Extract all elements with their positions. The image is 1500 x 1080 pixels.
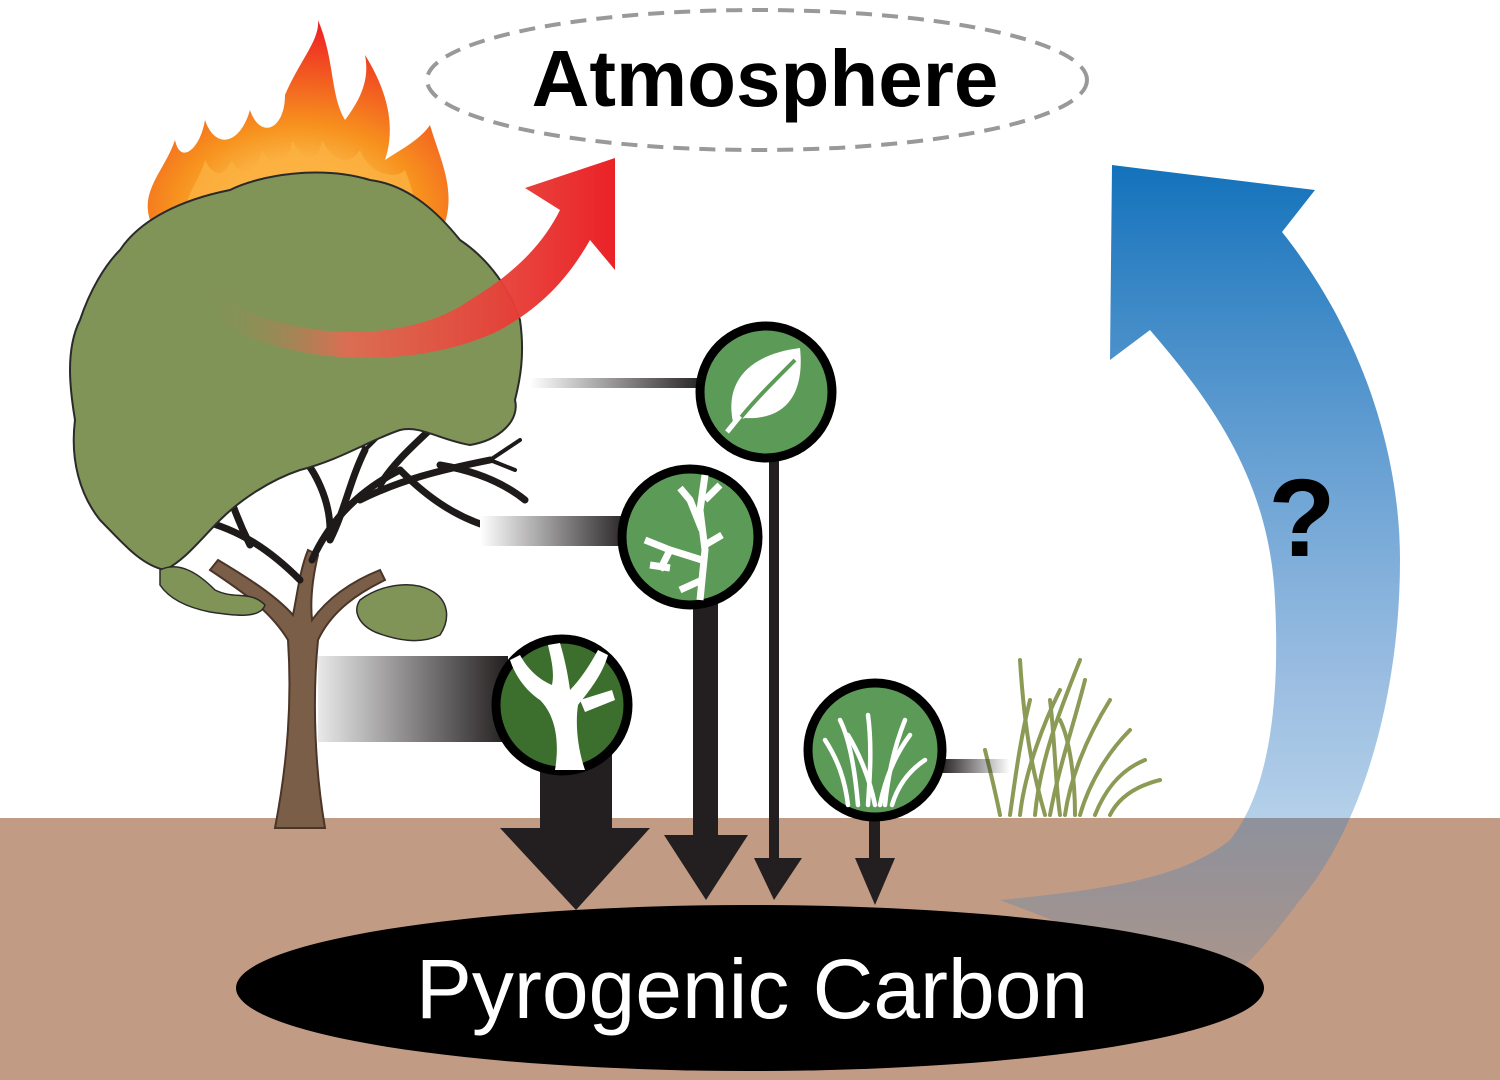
grass-flux-bar: [940, 759, 1010, 773]
fire-emission-arrow: [200, 158, 615, 358]
return-flux-arrow: ?: [1000, 165, 1400, 985]
pyrogenic-carbon-pool: Pyrogenic Carbon: [236, 905, 1264, 1071]
stem-node: [491, 634, 633, 776]
grass-clump: [983, 658, 1162, 817]
grass-node: [803, 678, 947, 822]
stem-flux-arrow: [500, 745, 650, 910]
stem-flux-bar: [318, 656, 508, 742]
tree-icon: [69, 171, 529, 829]
twig-flux-arrow: [664, 600, 748, 900]
pool-label: Pyrogenic Carbon: [416, 942, 1088, 1036]
tree-foliage-lower: [159, 566, 266, 617]
grass-icon: [822, 712, 928, 808]
leaf-icon: [725, 348, 801, 434]
pool-ellipse: [236, 905, 1264, 1071]
leaf-flux-arrow: [754, 455, 802, 900]
twig-node: [617, 464, 763, 610]
unknown-flux-label: ?: [1268, 457, 1335, 580]
atmosphere-outline: [425, 8, 1089, 152]
stem-icon: [510, 643, 615, 770]
tree-foliage-right: [356, 584, 448, 642]
leaf-flux-bar: [530, 378, 705, 388]
tree-canopy: [69, 171, 524, 572]
twig-flux-bar: [480, 516, 630, 546]
atmosphere-label: Atmosphere: [532, 34, 999, 123]
atmosphere-node: Atmosphere: [425, 8, 1089, 152]
grass-flux-arrow: [855, 815, 895, 905]
twig-icon: [643, 474, 724, 601]
leaf-node: [695, 321, 837, 463]
flux-arrows: [500, 455, 895, 910]
